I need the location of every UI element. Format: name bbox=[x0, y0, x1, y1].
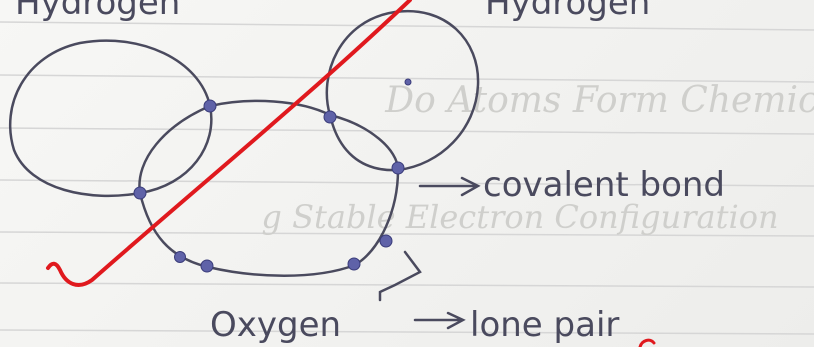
oxygen-label: Oxygen bbox=[210, 305, 341, 345]
oxygen-electron bbox=[200, 259, 214, 273]
bleed-through-line-2: g Stable Electron Configuration bbox=[261, 198, 778, 236]
hydrogen-atom-left bbox=[9, 39, 213, 198]
ruled-lines bbox=[0, 21, 814, 335]
electrons bbox=[133, 78, 412, 273]
lone-pair-bracket bbox=[378, 250, 422, 302]
lone-pair-arrow bbox=[413, 311, 466, 330]
shared-electron bbox=[203, 99, 217, 113]
covalent-bond-arrow bbox=[418, 176, 481, 197]
oxygen-electron bbox=[174, 251, 186, 263]
hydrogen-label-right: Hydrogen bbox=[485, 0, 650, 23]
oxygen-electron bbox=[347, 257, 361, 271]
shared-electron bbox=[133, 186, 147, 200]
red-corner-mark bbox=[638, 338, 656, 347]
shared-electron bbox=[323, 110, 337, 124]
hydrogen-atom-right bbox=[325, 9, 480, 172]
oxygen-electron bbox=[379, 234, 393, 248]
red-check-mark bbox=[46, 0, 412, 287]
shared-electron bbox=[391, 161, 405, 175]
lone-pair-label: lone pair bbox=[470, 305, 619, 345]
bleed-through-line-1: Do Atoms Form Chemical Bonds? bbox=[384, 80, 814, 121]
covalent-bond-label: covalent bond bbox=[483, 165, 725, 205]
hydrogen-label-left: Hydrogen bbox=[15, 0, 180, 23]
hydrogen-nucleus bbox=[404, 78, 412, 86]
